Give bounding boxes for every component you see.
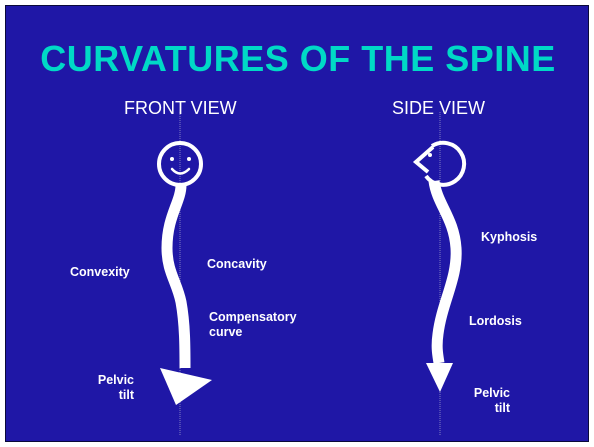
side-spine-curve: [434, 181, 456, 363]
side-nose: [416, 147, 433, 172]
front-pelvic-line-2: tilt: [92, 388, 134, 403]
front-spine-curve: [167, 185, 185, 368]
compensatory-line-1: Compensatory: [209, 310, 297, 325]
kyphosis-label: Kyphosis: [481, 230, 537, 245]
front-pelvic-tilt-label: Pelvic tilt: [92, 373, 134, 403]
front-pelvic-line-1: Pelvic: [92, 373, 134, 388]
side-pelvis-arrowhead: [426, 363, 453, 392]
side-eye: [428, 153, 432, 157]
front-eye-left: [170, 157, 174, 161]
concavity-label: Concavity: [207, 257, 267, 272]
lordosis-label: Lordosis: [469, 314, 522, 329]
side-pelvic-line-2: tilt: [468, 401, 510, 416]
convexity-label: Convexity: [70, 265, 130, 280]
side-view-heading: SIDE VIEW: [392, 98, 485, 119]
side-pelvic-tilt-label: Pelvic tilt: [468, 386, 510, 416]
compensatory-line-2: curve: [209, 325, 297, 340]
side-pelvic-line-1: Pelvic: [468, 386, 510, 401]
slide-title: CURVATURES OF THE SPINE: [6, 38, 589, 80]
front-smile: [172, 169, 189, 174]
compensatory-curve-label: Compensatory curve: [209, 310, 297, 340]
front-pelvis-arrowhead: [160, 368, 212, 405]
slide: CURVATURES OF THE SPINE FRONT VIEW SIDE …: [5, 5, 589, 442]
front-view-heading: FRONT VIEW: [124, 98, 237, 119]
front-eye-right: [187, 157, 191, 161]
